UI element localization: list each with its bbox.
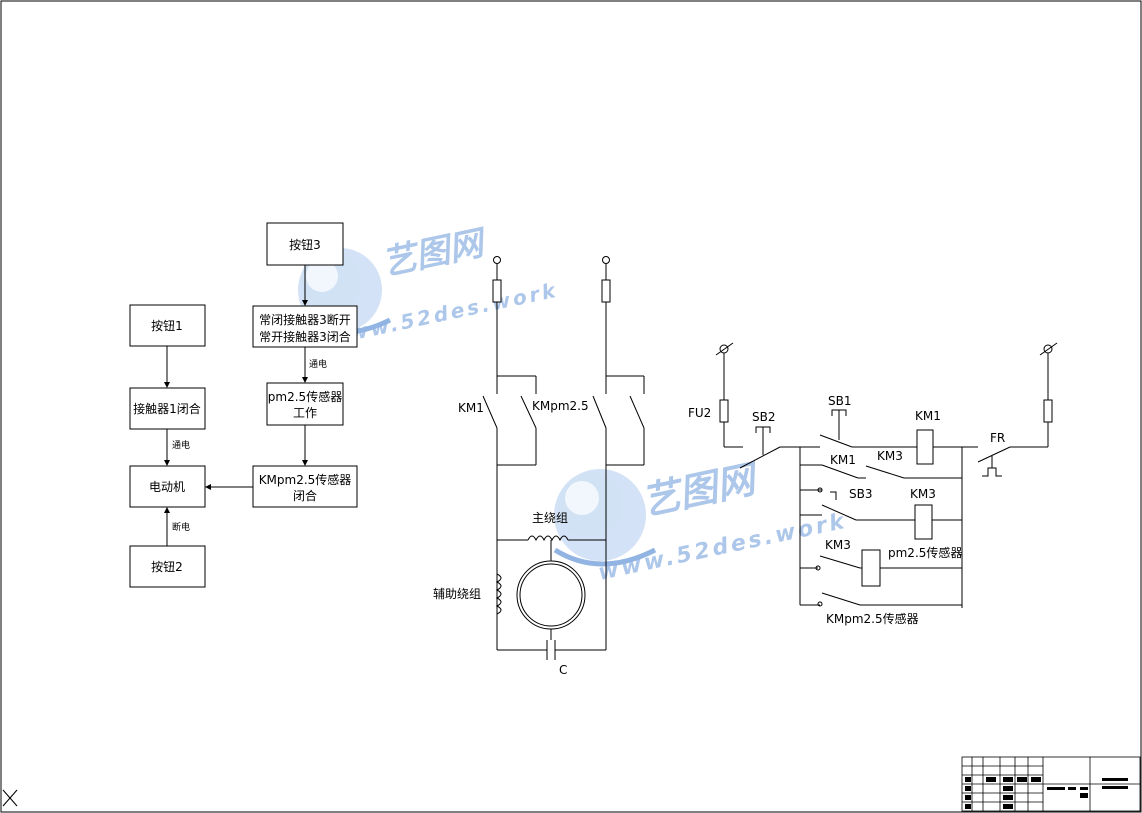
control-circuit: FU2 SB2 SB1 KM1 FR — [688, 342, 1058, 626]
arrow-head — [205, 484, 211, 490]
contactor3-box — [252, 305, 358, 348]
deenergize-label: 断电 — [172, 521, 190, 533]
kmpm-sensor-label: KMpm2.5传感器 — [826, 611, 919, 626]
main-km1-label: KM1 — [458, 401, 484, 415]
km3-interlock-contact — [865, 465, 905, 479]
corner-cross-icon — [2, 789, 18, 807]
main-winding-label: 主绕组 — [532, 511, 568, 525]
motor-label: 电动机 — [149, 480, 185, 494]
km3-contact-a-label: KM3 — [877, 449, 903, 463]
motor-box — [129, 465, 206, 508]
arrow-head — [164, 507, 170, 513]
fuse-left — [492, 279, 502, 303]
contactor3-label-line2: 常开接触器3闭合 — [259, 329, 351, 344]
title-block — [961, 756, 1141, 812]
watermark-brand-top: 艺图网 — [379, 222, 492, 283]
arrow-head — [302, 377, 308, 383]
fr-contact — [977, 446, 1011, 463]
km3-coil — [914, 504, 933, 540]
contactor1-box — [129, 387, 206, 430]
fuse-right-control — [1043, 399, 1053, 423]
sb1-label: SB1 — [828, 394, 851, 408]
km3-contact-b-label: KM3 — [825, 538, 851, 552]
sb3-button-icon — [830, 491, 837, 500]
main-winding-coil — [527, 535, 569, 542]
button1-box — [129, 304, 206, 347]
sensor-label-line2: 工作 — [293, 406, 317, 420]
button3-label: 按钮3 — [289, 237, 321, 252]
button2-box — [129, 545, 206, 588]
sb3-label: SB3 — [849, 487, 872, 501]
kmpm-sensor-contact — [821, 592, 861, 606]
terminal-right — [602, 256, 610, 264]
flowchart: 按钮1 接触器1闭合 通电 电动机 断电 按钮2 按钮3 常闭接触器3断开 常开… — [129, 222, 358, 588]
km1-switch-blade — [482, 395, 498, 429]
km1-coil — [916, 429, 934, 465]
arrow-head — [302, 460, 308, 466]
km1-holding-contact — [821, 464, 859, 479]
contactor3-label-line1: 常闭接触器3断开 — [259, 312, 351, 327]
aux-winding-label: 辅助绕组 — [433, 587, 481, 601]
energize-label-2: 通电 — [309, 358, 327, 370]
fr-thermal-icon — [982, 467, 1002, 477]
km3-holding-contact — [819, 555, 861, 569]
km1-coil-label: KM1 — [915, 409, 941, 423]
aux-winding-coil — [495, 573, 502, 615]
button2-label: 按钮2 — [151, 559, 183, 574]
main-circuit: KM1 KMpm2.5 主绕组 辅助绕组 C — [433, 256, 645, 677]
km1-contact-label: KM1 — [830, 453, 856, 467]
pm-sensor-coil — [861, 549, 881, 587]
watermark-bottom: 艺图网 www.52des.work — [553, 456, 849, 586]
terminal-left — [493, 256, 501, 264]
arrow-head — [302, 300, 308, 306]
fuse-right — [601, 279, 611, 303]
arrow-head — [164, 382, 170, 388]
sensor-label-line1: pm2.5传感器 — [268, 389, 342, 404]
fr-label: FR — [990, 431, 1005, 445]
motor-circle — [516, 560, 586, 630]
capacitor-label: C — [559, 663, 567, 677]
kmpm-label-line1: KMpm2.5传感器 — [259, 472, 352, 487]
sb2-switch — [739, 446, 781, 469]
sb1-switch — [819, 434, 853, 448]
kmpm-switch-blade — [520, 395, 537, 429]
main-kmpm-label: KMpm2.5 — [532, 399, 589, 413]
motor-inner — [519, 563, 583, 627]
energize-label-1: 通电 — [172, 439, 190, 451]
pm-sensor-label: pm2.5传感器 — [888, 545, 962, 560]
kmpm-label-line2: 闭合 — [293, 488, 317, 503]
sb2-label: SB2 — [752, 410, 775, 424]
button1-label: 按钮1 — [151, 318, 183, 333]
arrow-head — [164, 460, 170, 466]
fu2-label: FU2 — [688, 406, 711, 420]
contactor1-label: 接触器1闭合 — [133, 401, 201, 416]
km3-coil-label: KM3 — [910, 487, 936, 501]
fuse-fu2 — [719, 399, 729, 423]
sb3-switch — [821, 504, 857, 521]
kmpm-box — [252, 465, 358, 508]
